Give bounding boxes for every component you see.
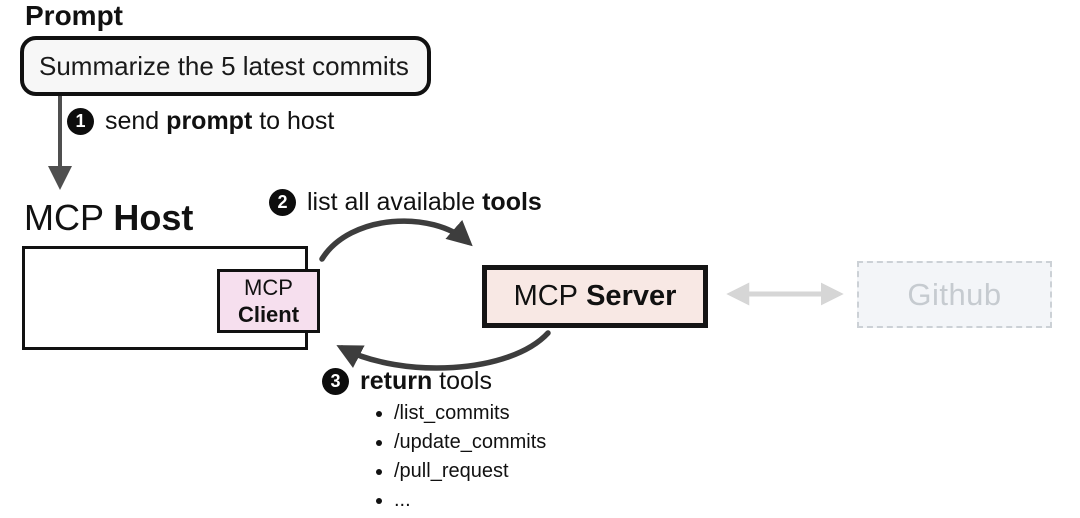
prompt-message-box: Summarize the 5 latest commits [20,36,431,96]
step-3-text: return tools [360,367,492,395]
client-label-line1: MCP [244,274,293,300]
step-3-badge: 3 [322,368,349,395]
return-tools-arc-arrow [336,330,551,371]
list-tools-arc-arrow [319,218,473,262]
prompt-heading: Prompt [25,0,123,31]
tool-item: /list_commits [394,399,546,428]
step-2-label: 2 list all available tools [269,188,542,217]
step-1-badge: 1 [67,108,94,135]
step-2-text: list all available tools [307,188,542,216]
github-box: Github [857,261,1052,328]
step-3-label: 3 return tools [322,367,492,396]
step-1-label: 1 send prompt to host [67,107,334,136]
tool-item: ... [394,486,546,515]
prompt-message-text: Summarize the 5 latest commits [39,50,409,81]
server-box: MCP Server [482,265,708,328]
step-1-text: send prompt to host [105,107,335,135]
tools-list: /list_commits /update_commits /pull_requ… [372,399,546,515]
tool-item: /update_commits [394,428,546,457]
host-label: MCP Host [24,197,194,238]
step-2-badge: 2 [269,189,296,216]
client-label-line2: Client [237,302,300,327]
github-label: Github [907,276,1002,312]
tool-item: /pull_request [394,457,546,486]
